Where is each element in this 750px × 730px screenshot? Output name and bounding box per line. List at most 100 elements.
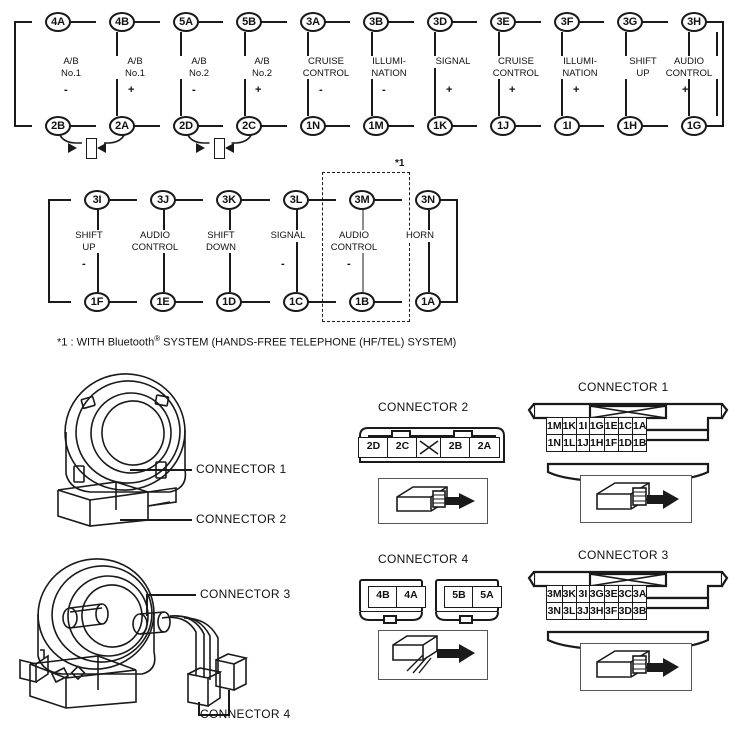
pin-1C: 1C: [283, 292, 309, 312]
pin-cell-1F: 1F: [603, 434, 619, 452]
leader-line-connector-3-v: [146, 594, 148, 616]
footnote-text: SYSTEM (HANDS-FREE TELEPHONE (HF/TEL) SY…: [160, 336, 457, 349]
pin-cell-1I: 1I: [576, 417, 590, 435]
insert-arrow-icon: [437, 644, 475, 663]
branch-sign: +: [509, 84, 516, 96]
rail-left-vertical: [14, 21, 16, 127]
pin-1F: 1F: [84, 292, 110, 312]
branch-sign: -: [281, 258, 285, 270]
rail-bottom-left: [48, 301, 71, 303]
rail-right-vertical: [722, 21, 724, 127]
pin-3L: 3L: [283, 190, 309, 210]
pin-1D: 1D: [216, 292, 242, 312]
rail-bottom-segment: [362, 301, 402, 303]
leader-line-connector-4-b: [228, 690, 230, 716]
pin-5B: 5B: [236, 12, 262, 32]
rail-bottom-segment: [229, 301, 270, 303]
rail-bottom-segment: [630, 125, 668, 127]
pin-1K: 1K: [427, 116, 453, 136]
pin-cell-1L: 1L: [561, 434, 578, 452]
rail-bottom-segment: [122, 125, 160, 127]
pin-3J: 3J: [150, 190, 176, 210]
rail-top-segment: [163, 199, 203, 201]
pin-cell-1N: 1N: [546, 434, 563, 452]
connector-4-cell-5B: 5B: [444, 586, 474, 608]
squib-arrow-left-icon: [97, 143, 106, 153]
connector-2-cell-2A: 2A: [469, 437, 500, 458]
connector-3-insert-iconbox: [580, 643, 692, 691]
pin-cell-3H: 3H: [588, 602, 605, 620]
pin-1J: 1J: [490, 116, 516, 136]
pin-3K: 3K: [216, 190, 242, 210]
rail-top-segment: [229, 199, 270, 201]
pin-cell-3D: 3D: [617, 602, 634, 620]
branch-label: AUDIO CONTROL: [658, 56, 720, 79]
rail-top-segment: [296, 199, 336, 201]
connector-3-title: CONNECTOR 3: [578, 548, 669, 562]
branch-wire: [296, 210, 298, 292]
connector-2-cell-2B: 2B: [440, 437, 471, 458]
rail-bottom-right: [428, 301, 456, 303]
pin-4B: 4B: [109, 12, 135, 32]
connector-plug-icon: [396, 486, 475, 512]
pin-cell-3E: 3E: [603, 585, 619, 603]
pin-cell-3C: 3C: [617, 585, 634, 603]
pin-cell-3K: 3K: [561, 585, 578, 603]
branch-label: CRUISE CONTROL: [485, 56, 547, 79]
pin-cell-3N: 3N: [546, 602, 563, 620]
callout-connector-2: CONNECTOR 2: [196, 512, 287, 526]
branch-label: AUDIO CONTROL: [124, 230, 186, 253]
pin-1N: 1N: [300, 116, 326, 136]
squib-arrow-right-icon: [195, 143, 205, 153]
connector-plug-icon: [392, 635, 475, 674]
rail-bottom-segment: [249, 125, 287, 127]
branch-label: HORN: [389, 230, 451, 242]
branch-sign: +: [682, 84, 689, 96]
pin-cell-1C: 1C: [617, 417, 634, 435]
rail-bottom-segment: [97, 301, 137, 303]
pin-cell-3F: 3F: [603, 602, 619, 620]
pin-2D: 2D: [173, 116, 199, 136]
connector-2-cell-2D: 2D: [358, 437, 389, 458]
pin-3G: 3G: [617, 12, 643, 32]
connector-1-insert-iconbox: [580, 475, 692, 523]
rail-top-segment: [249, 21, 287, 23]
connector-2-x-slot: [416, 437, 442, 458]
rail-bottom-segment: [296, 301, 336, 303]
leader-line-connector-2: [120, 519, 192, 521]
branch-label: ILLUMI- NATION: [549, 56, 611, 79]
pin-cell-3M: 3M: [546, 585, 563, 603]
rail-top-segment: [362, 199, 402, 201]
branch-label: CRUISE CONTROL: [295, 56, 357, 79]
pin-1M: 1M: [363, 116, 389, 136]
connector-4-cell-5A: 5A: [472, 586, 502, 608]
branch-sign: +: [446, 84, 453, 96]
pin-cell-3L: 3L: [561, 602, 578, 620]
connector-plug-icon: [596, 650, 679, 678]
branch-sign: -: [82, 258, 86, 270]
leader-line-connector-4: [198, 714, 230, 716]
rail-top-segment: [58, 21, 96, 23]
branch-label: ILLUMI- NATION: [358, 56, 420, 79]
rail-top-segment: [567, 21, 604, 23]
callout-connector-3: CONNECTOR 3: [200, 587, 291, 601]
pin-cell-1K: 1K: [561, 417, 578, 435]
pin-3H: 3H: [681, 12, 707, 32]
pin-3D: 3D: [427, 12, 453, 32]
callout-connector-1: CONNECTOR 1: [196, 462, 287, 476]
pin-1I: 1I: [554, 116, 580, 136]
branch-label: A/B No.1: [104, 56, 166, 79]
branch-sign: -: [347, 258, 351, 270]
pin-cell-3G: 3G: [588, 585, 605, 603]
branch-label: AUDIO CONTROL: [323, 230, 385, 253]
pin-cell-1M: 1M: [546, 417, 563, 435]
pin-3N: 3N: [415, 190, 441, 210]
branch-label: SIGNAL: [257, 230, 319, 242]
branch-wire: [434, 32, 436, 116]
footnote-marker: *1 : WITH Bluetooth: [57, 336, 155, 349]
rail-top-segment: [313, 21, 350, 23]
branch-wire: [428, 210, 430, 292]
